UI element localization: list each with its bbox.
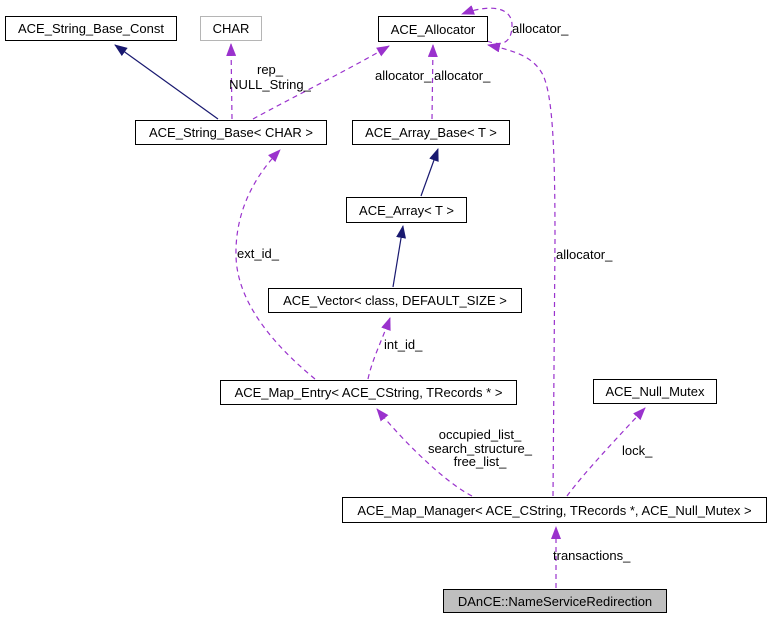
node-ace-null-mutex[interactable]: ACE_Null_Mutex <box>593 379 717 404</box>
edge-label-rep: rep_ <box>256 62 284 77</box>
edge-mapentry-to-vector <box>367 317 391 380</box>
edge-label-allocator-from-string-base: allocator_ <box>375 68 432 83</box>
edge-label-ext-id: ext_id_ <box>237 246 279 261</box>
edge-label-lock: lock_ <box>622 443 653 458</box>
edge-arraybase-to-allocator <box>427 44 438 120</box>
edge-mapmanager-to-nullmutex <box>566 407 646 497</box>
node-dance-name-service-redirection: DAnCE::NameServiceRedirection <box>443 589 667 613</box>
edge-label-search-structure: search_structure_ <box>427 440 533 456</box>
node-char: CHAR <box>200 16 262 41</box>
node-ace-string-base-const[interactable]: ACE_String_Base_Const <box>5 16 177 41</box>
edge-mapentry-to-stringbase <box>235 149 316 380</box>
edge-label-transactions: transactions_ <box>553 548 631 563</box>
edge-mapmanager-to-mapentry <box>376 408 473 497</box>
edge-stringbase-to-char <box>226 43 237 120</box>
edge-label-map-manager-lists: occupied_list_ search_structure_ free_li… <box>410 428 550 469</box>
edge-label-allocator-from-array-base: allocator_ <box>434 68 491 83</box>
edge-vector-to-array <box>392 225 406 288</box>
edge-label-allocator-self: allocator_ <box>512 21 569 36</box>
node-ace-map-entry[interactable]: ACE_Map_Entry< ACE_CString, TRecords * > <box>220 380 517 405</box>
node-ace-array[interactable]: ACE_Array< T > <box>346 197 467 223</box>
edge-label-null-string: NULL_String_ <box>229 77 311 92</box>
edge-mapmanager-to-allocator <box>487 42 556 497</box>
node-ace-vector[interactable]: ACE_Vector< class, DEFAULT_SIZE > <box>268 288 522 313</box>
edge-stringbase-to-allocator <box>252 45 390 120</box>
edge-stringbase-to-stringbaseconst <box>114 44 219 120</box>
edge-label-allocator-from-map-manager: allocator_ <box>556 247 613 262</box>
node-ace-allocator[interactable]: ACE_Allocator <box>378 16 488 42</box>
edge-label-rep-null-string: rep_ NULL_String_ <box>220 62 320 92</box>
edge-label-occupied-list: occupied_list_ <box>438 427 522 442</box>
edge-array-to-arraybase <box>420 148 439 197</box>
node-ace-map-manager[interactable]: ACE_Map_Manager< ACE_CString, TRecords *… <box>342 497 767 523</box>
node-ace-array-base[interactable]: ACE_Array_Base< T > <box>352 120 510 145</box>
edge-label-free-list: free_list_ <box>453 454 507 469</box>
edge-label-int-id: int_id_ <box>384 337 423 352</box>
node-ace-string-base[interactable]: ACE_String_Base< CHAR > <box>135 120 327 145</box>
